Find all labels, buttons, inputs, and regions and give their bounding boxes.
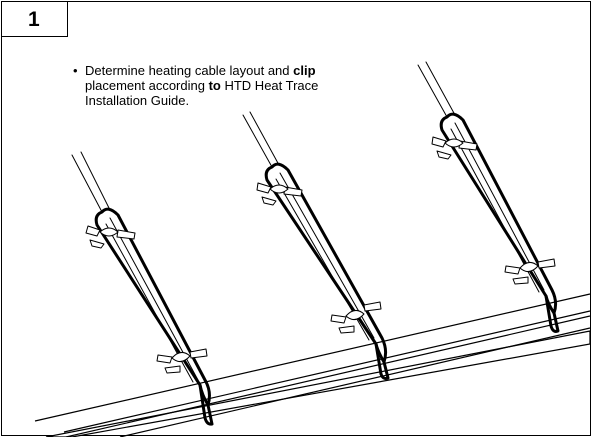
instruction-text-block: • Determine heating cable layout and cli… — [73, 63, 373, 108]
left-cable-loop — [71, 151, 214, 426]
right-top-clip — [431, 136, 478, 160]
instruction-segment-1: clip — [293, 63, 316, 78]
instruction-segment-4: HTD Heat Trace Installation Guide. — [85, 78, 319, 108]
step-number: 1 — [28, 8, 40, 31]
right-drop — [544, 294, 560, 333]
gutter-edge-line-1 — [34, 293, 591, 422]
bullet-marker: • — [73, 63, 78, 78]
gutter-edge-line-4 — [119, 327, 591, 437]
left-outer-loop — [94, 207, 211, 407]
right-supply-line-b — [425, 61, 456, 116]
left-top-clip — [85, 225, 136, 249]
right-supply-line-a — [417, 64, 448, 118]
middle-cable-loop — [242, 111, 390, 380]
middle-supply-line-a — [242, 114, 273, 168]
gutter-edge-line-3 — [63, 310, 591, 433]
left-supply-line-a — [71, 154, 103, 213]
instruction-segment-0: Determine heating cable layout and — [85, 63, 294, 78]
gutter-edge-line-2 — [65, 315, 591, 437]
instruction-segment-3: to — [208, 78, 221, 93]
middle-supply-line-b — [249, 111, 280, 166]
left-drop — [198, 383, 214, 426]
right-cable-loop — [417, 61, 560, 333]
gutter — [34, 293, 591, 437]
left-supply-line-b — [80, 151, 111, 211]
left-bottom-clip — [156, 348, 208, 374]
instruction-text: Determine heating cable layout and clip … — [73, 63, 373, 108]
step-number-box: 1 — [1, 1, 68, 37]
instruction-segment-2: placement according — [85, 78, 209, 93]
middle-bottom-clip — [330, 301, 382, 334]
middle-drop — [374, 342, 390, 380]
middle-top-clip — [256, 182, 303, 206]
right-bottom-clip — [504, 258, 556, 285]
